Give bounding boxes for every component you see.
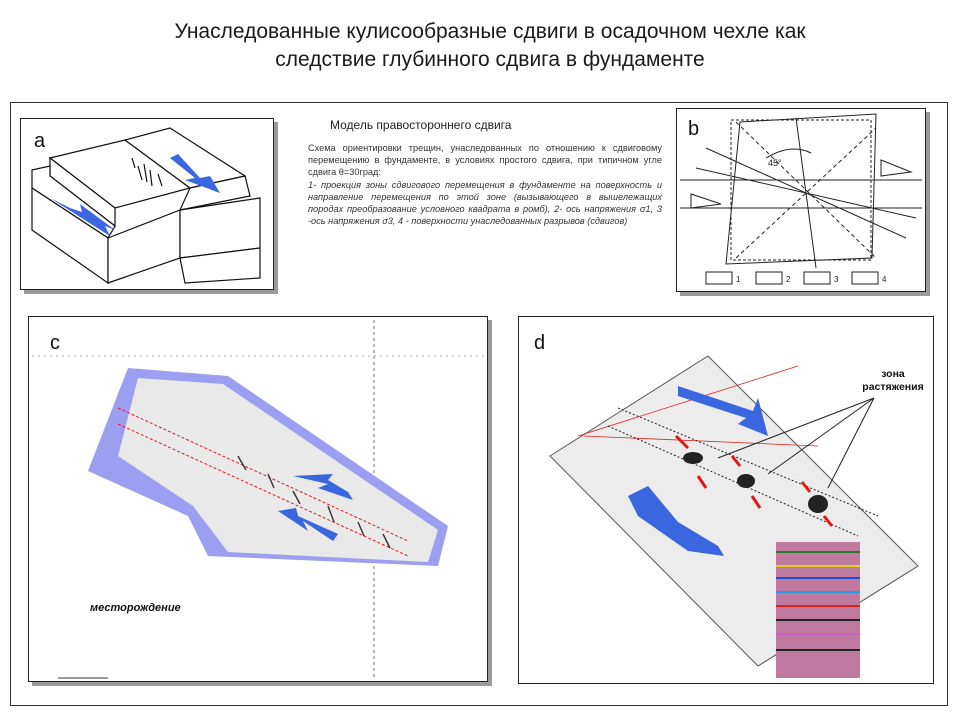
slide-title-line1: Унаследованные кулисообразные сдвиги в о…: [174, 20, 806, 43]
slide-title: Унаследованные кулисообразные сдвиги в о…: [60, 18, 920, 74]
model-description: Схема ориентировки трещин, унаследованны…: [308, 142, 662, 227]
extension-zone-label-line2: растяжения: [862, 381, 924, 393]
slide-title-line2: следствие глубинного сдвига в фундаменте: [275, 48, 705, 71]
panel-c-label: c: [50, 332, 60, 354]
figure-frame: [10, 102, 948, 706]
legend-4: 4: [882, 275, 887, 284]
legend-3: 3: [834, 275, 839, 284]
seismic-map-c: [32, 320, 484, 679]
model-description-italic: 1- проекция зоны сдвигового перемещения …: [308, 179, 662, 227]
panel-d-label: d: [534, 332, 546, 354]
extension-zone-label: зона растяжения: [848, 368, 938, 394]
legend-1: 1: [736, 275, 741, 284]
field-label: месторождение: [90, 602, 181, 614]
block-diagram: [31, 127, 261, 285]
seismic-map-d: [549, 355, 919, 678]
panel-b-label: b: [688, 118, 700, 140]
model-description-plain: Схема ориентировки трещин, унаследованны…: [308, 143, 662, 178]
extension-zone-label-line1: зона: [881, 368, 905, 380]
angle-label: 45°: [768, 158, 782, 168]
legend-2: 2: [786, 275, 791, 284]
stress-diagram: 45° 1 2 3 4: [680, 113, 922, 285]
model-title: Модель правостороннего сдвига: [330, 118, 512, 132]
panel-a-label: a: [34, 130, 46, 152]
